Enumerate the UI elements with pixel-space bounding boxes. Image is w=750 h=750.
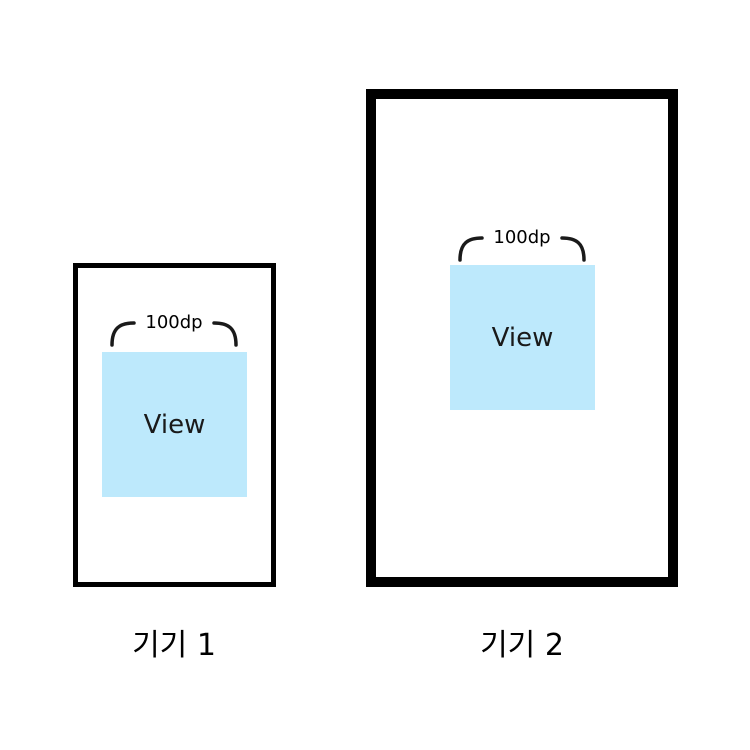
dimension-bracket-1	[110, 321, 238, 347]
view-label-1: View	[143, 409, 206, 440]
view-box-1: View	[102, 352, 247, 497]
dimension-label-2: 100dp	[493, 227, 551, 248]
device-label-1: 기기 1	[132, 628, 216, 663]
dimension-bracket-2	[458, 236, 586, 262]
view-box-2: View	[450, 265, 595, 410]
device-label-2: 기기 2	[480, 628, 564, 663]
dimension-label-1: 100dp	[145, 312, 203, 333]
view-label-2: View	[491, 322, 554, 353]
